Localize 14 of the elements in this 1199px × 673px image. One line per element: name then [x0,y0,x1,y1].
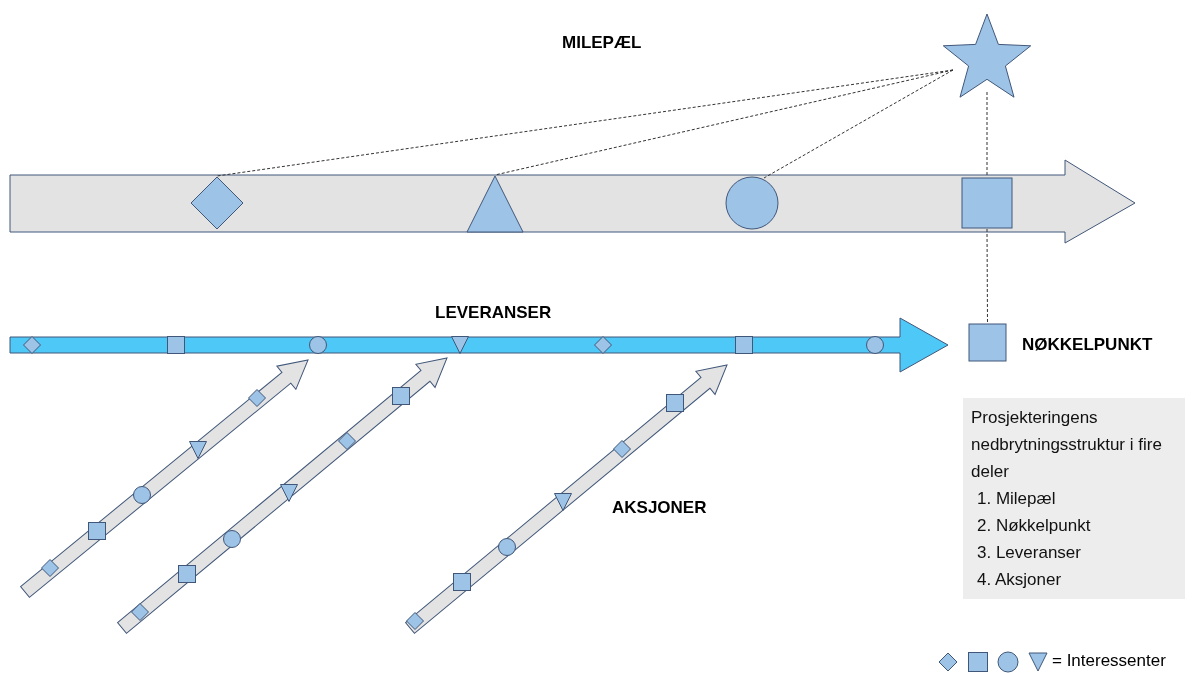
section-title: AKSJONER [612,498,707,518]
dotted-connector [986,91,988,178]
legend-text: = Interessenter [1052,651,1166,671]
dotted-connector [986,228,988,324]
list-item: 1. Milepæl [976,488,1057,510]
section-title: LEVERANSER [435,303,552,323]
list-item: 3. Leveranser [976,542,1082,564]
node-caption: NØKKELPUNKT [1022,335,1153,355]
dotted-connector [494,69,954,176]
panel-heading: Prosjekteringens nedbrytningsstruktur i fire deler [971,407,1163,483]
dotted-connector [763,69,954,179]
list-item: 4. Aksjoner [976,569,1063,591]
list-item: 2. Nøkkelpunkt [976,515,1092,537]
section-title: MILEPÆL [562,33,642,53]
